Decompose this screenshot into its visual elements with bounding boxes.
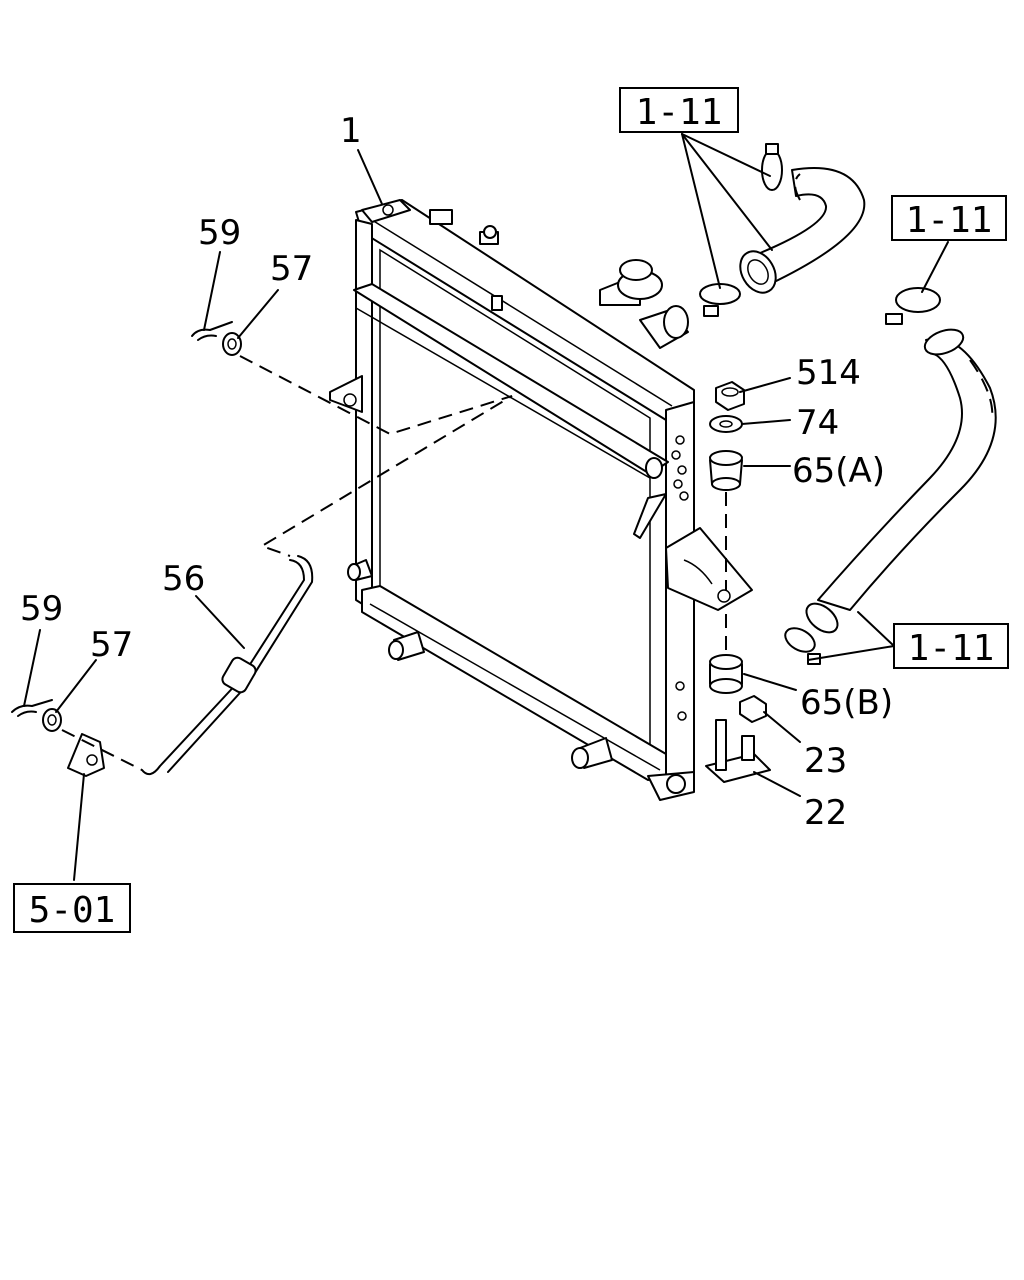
leader-lines bbox=[23, 133, 949, 881]
ref-box-1-11-right: 1-11 bbox=[891, 195, 1007, 241]
callout-57-lower: 57 bbox=[90, 625, 133, 665]
upper-hose bbox=[739, 167, 866, 294]
ref-label-bottom: 1-11 bbox=[908, 628, 995, 669]
hose-clamp-top bbox=[761, 143, 783, 191]
callout-57-upper: 57 bbox=[270, 249, 313, 289]
callout-74: 74 bbox=[796, 403, 839, 443]
callout-56: 56 bbox=[162, 559, 205, 599]
radiator bbox=[329, 199, 753, 801]
washer-57-upper bbox=[222, 332, 242, 356]
hose-clamp-right-top bbox=[885, 287, 941, 325]
ref-box-5-01: 5-01 bbox=[13, 883, 131, 933]
clip-59-lower bbox=[11, 699, 53, 717]
callout-514: 514 bbox=[796, 353, 861, 393]
ref-label-5-01: 5-01 bbox=[29, 890, 116, 931]
callout-59-lower: 59 bbox=[20, 589, 63, 629]
washer-74 bbox=[709, 415, 743, 433]
callout-65a: 65(A) bbox=[792, 451, 885, 491]
callout-59-upper: 59 bbox=[198, 213, 241, 253]
callout-22: 22 bbox=[804, 793, 847, 833]
cushion-65b bbox=[709, 654, 743, 694]
lower-hose bbox=[805, 328, 997, 634]
ref-box-1-11-top: 1-11 bbox=[619, 87, 739, 133]
callout-65b: 65(B) bbox=[800, 683, 893, 723]
nut-23 bbox=[739, 695, 767, 723]
stud-bracket-22 bbox=[705, 719, 771, 783]
nut-514 bbox=[715, 381, 745, 411]
callout-1: 1 bbox=[340, 111, 362, 151]
ref-label-right: 1-11 bbox=[906, 200, 993, 241]
callout-23: 23 bbox=[804, 741, 847, 781]
bracket-lower-left bbox=[67, 733, 105, 777]
washer-57-lower bbox=[42, 708, 62, 732]
ref-box-1-11-bottom: 1-11 bbox=[893, 623, 1009, 669]
cushion-65a bbox=[709, 450, 743, 491]
hose-clamp-right-bottom bbox=[784, 627, 821, 665]
ref-label-top: 1-11 bbox=[636, 92, 723, 133]
clip-59-upper bbox=[191, 321, 233, 341]
overflow-pipe-56 bbox=[141, 555, 314, 776]
